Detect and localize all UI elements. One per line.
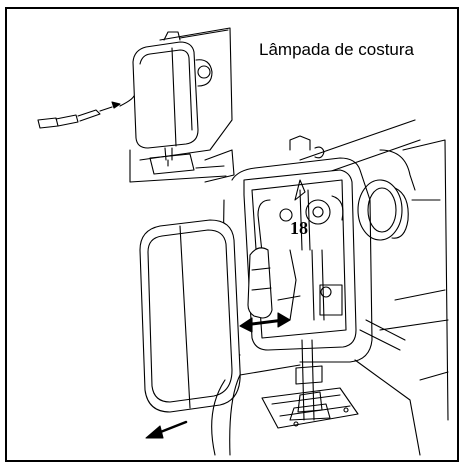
- main-machine-drawing: [139, 119, 449, 456]
- figure-caption: Lâmpada de costura: [259, 40, 414, 59]
- double-arrow-icon: [239, 312, 291, 333]
- left-arrow-icon: [145, 420, 188, 439]
- callout-number: 18: [290, 218, 308, 238]
- inset-machine-drawing: [37, 27, 235, 183]
